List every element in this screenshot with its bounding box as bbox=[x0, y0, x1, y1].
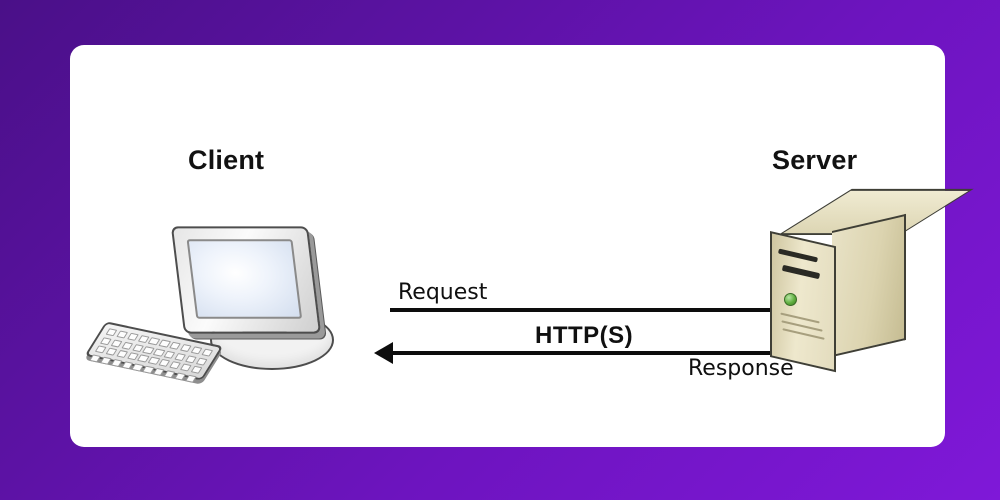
keyboard-key bbox=[126, 332, 139, 341]
server-side-face bbox=[832, 213, 906, 357]
keyboard-key bbox=[174, 352, 187, 361]
keyboard-key bbox=[100, 356, 113, 365]
arrow-group: Request HTTP(S) Response bbox=[310, 230, 821, 390]
keyboard-key bbox=[110, 358, 123, 367]
keyboard-key bbox=[169, 361, 182, 370]
keyboard-key bbox=[116, 330, 129, 339]
diagram-card: Client bbox=[70, 45, 974, 447]
keyboard-key bbox=[201, 348, 214, 357]
server-tower-icon bbox=[760, 185, 974, 375]
server-label: Server bbox=[772, 145, 858, 175]
keyboard-key bbox=[116, 349, 129, 358]
keyboard-key bbox=[184, 374, 198, 383]
protocol-label: HTTP(S) bbox=[535, 322, 634, 349]
keyboard-key bbox=[179, 363, 192, 372]
request-arrow-line bbox=[390, 308, 805, 312]
keyboard-key bbox=[121, 341, 134, 350]
keyboard-key bbox=[174, 372, 187, 381]
keyboard-key bbox=[110, 339, 123, 348]
client-computer-icon bbox=[84, 180, 340, 410]
keyboard-key bbox=[105, 347, 118, 356]
server-power-led-icon bbox=[784, 293, 797, 306]
keyboard-key bbox=[190, 346, 203, 355]
keyboard-key bbox=[179, 344, 192, 353]
monitor-icon bbox=[170, 226, 322, 334]
monitor-screen bbox=[186, 239, 303, 319]
keyboard-key bbox=[195, 357, 208, 366]
response-arrow-label: Response bbox=[688, 356, 794, 381]
response-arrow-head-icon bbox=[374, 342, 393, 364]
keyboard-key bbox=[185, 354, 198, 363]
client-label: Client bbox=[188, 145, 265, 175]
request-arrow-label: Request bbox=[398, 280, 488, 305]
response-arrow-line bbox=[392, 351, 805, 355]
keyboard-key bbox=[163, 369, 176, 378]
keyboard-key bbox=[190, 365, 203, 374]
